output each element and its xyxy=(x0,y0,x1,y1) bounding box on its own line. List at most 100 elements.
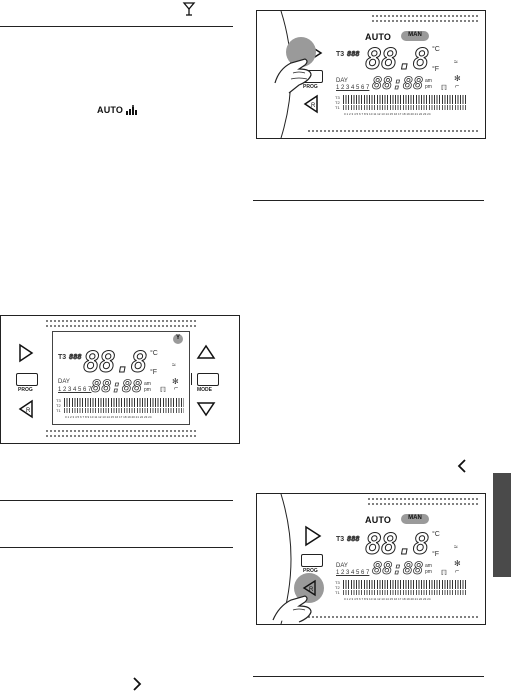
program-bars-lower xyxy=(343,590,468,595)
fahrenheit-unit: °F xyxy=(150,369,158,376)
fahrenheit-unit: °F xyxy=(432,551,440,558)
am-label: am xyxy=(144,381,151,387)
program-bars xyxy=(343,95,468,104)
divider xyxy=(253,676,484,677)
tap-icon: ⌐ xyxy=(455,83,460,90)
flame-icon xyxy=(126,105,138,115)
t-row-t1: T1 xyxy=(335,590,340,595)
prog-button[interactable] xyxy=(301,554,323,567)
t3-label: T3 xyxy=(58,354,67,361)
snowflake-icon: ✻ xyxy=(454,74,461,83)
auto-label: AUTO xyxy=(365,515,392,525)
svg-text:R: R xyxy=(309,587,314,593)
man-mode-badge: MAN xyxy=(401,514,429,524)
t3-digits: 888 xyxy=(347,535,360,544)
wifi-icon: ≈ xyxy=(454,544,458,551)
clock-digits: 88:88 xyxy=(372,74,424,95)
t-row-t2: T2 xyxy=(335,100,340,105)
panel-dots-top xyxy=(367,498,479,500)
next-arrow-button[interactable] xyxy=(304,525,322,547)
svg-text:R: R xyxy=(311,103,316,109)
prog-label: PROG xyxy=(18,387,33,393)
chevron-right-icon xyxy=(133,677,142,691)
lcd-screen: Y T3 888 88.8 °C °F ≈ ✻ DAY 1 2 3 4 5 6 … xyxy=(52,331,190,425)
clock-digits: 88:88 xyxy=(372,559,424,580)
back-arrow-button[interactable]: R xyxy=(18,399,34,419)
temperature-digits: 88.8 xyxy=(364,43,429,77)
t-row-t2: T2 xyxy=(335,585,340,590)
program-bars xyxy=(343,580,468,589)
day-numbers: 1 2 3 4 5 6 7 xyxy=(58,387,92,393)
day-label: DAY xyxy=(336,563,348,569)
t-row-t3: T3 xyxy=(335,95,340,100)
panel-dots-bottom xyxy=(45,430,197,432)
pm-label: pm xyxy=(425,84,432,90)
mode-button[interactable] xyxy=(197,373,219,386)
thermostat-front-panel: PROG R Y T3 888 88.8 °C °F ≈ ✻ DAY 1 2 3… xyxy=(0,315,240,444)
day-numbers: 1 2 3 4 5 6 7 xyxy=(336,85,370,91)
clock-digits: 88:88 xyxy=(91,377,143,398)
down-arrow-button[interactable] xyxy=(196,401,216,417)
day-label: DAY xyxy=(58,379,70,385)
back-arrow-button[interactable]: R xyxy=(303,94,319,114)
prog-label: PROG xyxy=(303,84,318,90)
panel-dots-bottom xyxy=(307,130,479,132)
tap-icon: ⌐ xyxy=(174,385,179,392)
panel-divider-line xyxy=(191,373,192,385)
day-numbers: 1 2 3 4 5 6 7 xyxy=(336,570,370,576)
wifi-icon: ≈ xyxy=(172,362,176,369)
temperature-digits: 88.8 xyxy=(364,528,429,562)
hand-pointer-icon: R xyxy=(272,573,324,623)
hours-axis: 0 1 2 3 4 5 6 7 8 9 10 11 12 13 14 15 16… xyxy=(344,597,431,601)
snowflake-icon: ✻ xyxy=(454,559,461,568)
temperature-digits: 88.8 xyxy=(82,346,147,380)
fahrenheit-unit: °F xyxy=(432,66,440,73)
lcd-screen: AUTO MAN T3 888 88.8 °C °F ≈ ✻ DAY 1 2 3… xyxy=(335,29,475,123)
hand-pointer-icon xyxy=(274,37,316,94)
snowflake-icon: ✻ xyxy=(172,377,179,386)
radiator-icon: ℿ xyxy=(441,85,447,92)
t3-label: T3 xyxy=(336,536,345,543)
hours-axis: 0 1 2 3 4 5 6 7 8 9 10 11 12 13 14 15 16… xyxy=(65,415,152,419)
panel-dots-bottom2 xyxy=(45,435,197,437)
radiator-icon: ℿ xyxy=(441,570,447,577)
panel-dots-top2 xyxy=(45,325,197,327)
radiator-icon: ℿ xyxy=(160,387,166,394)
mode-label: MODE xyxy=(197,387,212,393)
celsius-unit: °C xyxy=(150,350,158,357)
t3-digits: 888 xyxy=(69,353,82,362)
man-mode-badge: MAN xyxy=(401,31,429,41)
panel-dots-top xyxy=(371,15,479,17)
prog-button[interactable] xyxy=(16,373,38,386)
next-arrow-button[interactable] xyxy=(18,343,34,363)
pm-label: pm xyxy=(144,387,151,393)
up-arrow-button[interactable] xyxy=(196,344,216,360)
auto-label: AUTO xyxy=(365,32,392,42)
t-row-t2: T2 xyxy=(56,403,61,408)
panel-dots-top xyxy=(45,320,197,322)
hours-axis: 0 1 2 3 4 5 6 7 8 9 10 11 12 13 14 15 16… xyxy=(344,112,431,116)
celsius-unit: °C xyxy=(432,531,440,538)
divider xyxy=(0,26,233,27)
t3-digits: 888 xyxy=(347,50,360,59)
t-row-t1: T1 xyxy=(56,408,61,413)
pm-label: pm xyxy=(425,569,432,575)
thermostat-detail-back-press: PROG R AUTO MAN T3 888 88.8 °C °F ≈ ✻ DA… xyxy=(256,493,486,625)
chapter-thumb-tab xyxy=(493,473,511,577)
divider xyxy=(0,500,233,501)
program-bars xyxy=(64,398,184,407)
divider xyxy=(0,547,233,548)
chevron-left-icon xyxy=(457,459,466,473)
divider xyxy=(253,200,484,201)
day-label: DAY xyxy=(336,78,348,84)
panel-dots-bottom xyxy=(307,616,479,618)
t3-label: T3 xyxy=(336,51,345,58)
martini-glass-icon xyxy=(182,2,196,16)
lcd-screen: AUTO MAN T3 888 88.8 °C °F ≈ ✻ DAY 1 2 3… xyxy=(335,512,475,608)
auto-mode-indicator: AUTO xyxy=(97,105,138,115)
svg-text:R: R xyxy=(26,408,31,414)
am-label: am xyxy=(425,563,432,569)
panel-dots-top2 xyxy=(367,503,479,505)
t-row-t1: T1 xyxy=(335,105,340,110)
panel-dots-top2 xyxy=(371,20,479,22)
